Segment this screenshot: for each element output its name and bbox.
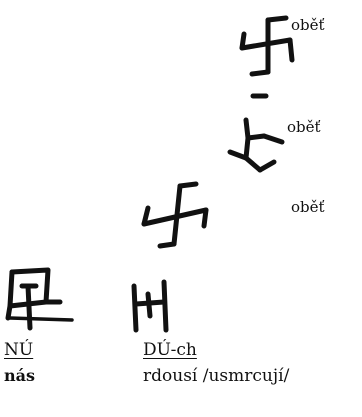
column-heading-du-ch: DÚ-ch: [143, 340, 197, 360]
swastika-sign-glyph-3: [138, 178, 212, 252]
sign-label-1: oběť: [291, 16, 325, 34]
sign-label-3: oběť: [291, 198, 325, 216]
gloss-rdousi: rdousí /usmrcují/: [143, 366, 290, 386]
nu-pictograph: [4, 266, 76, 336]
swastika-sign-glyph-2: [224, 112, 290, 184]
gloss-nas: nás: [4, 366, 36, 385]
swastika-sign-glyph-1: [238, 14, 298, 82]
sign-label-2: oběť: [287, 118, 321, 136]
dash-mark: [250, 93, 269, 99]
du-ch-pictograph: [128, 278, 178, 338]
column-heading-nu: NÚ: [4, 340, 34, 360]
